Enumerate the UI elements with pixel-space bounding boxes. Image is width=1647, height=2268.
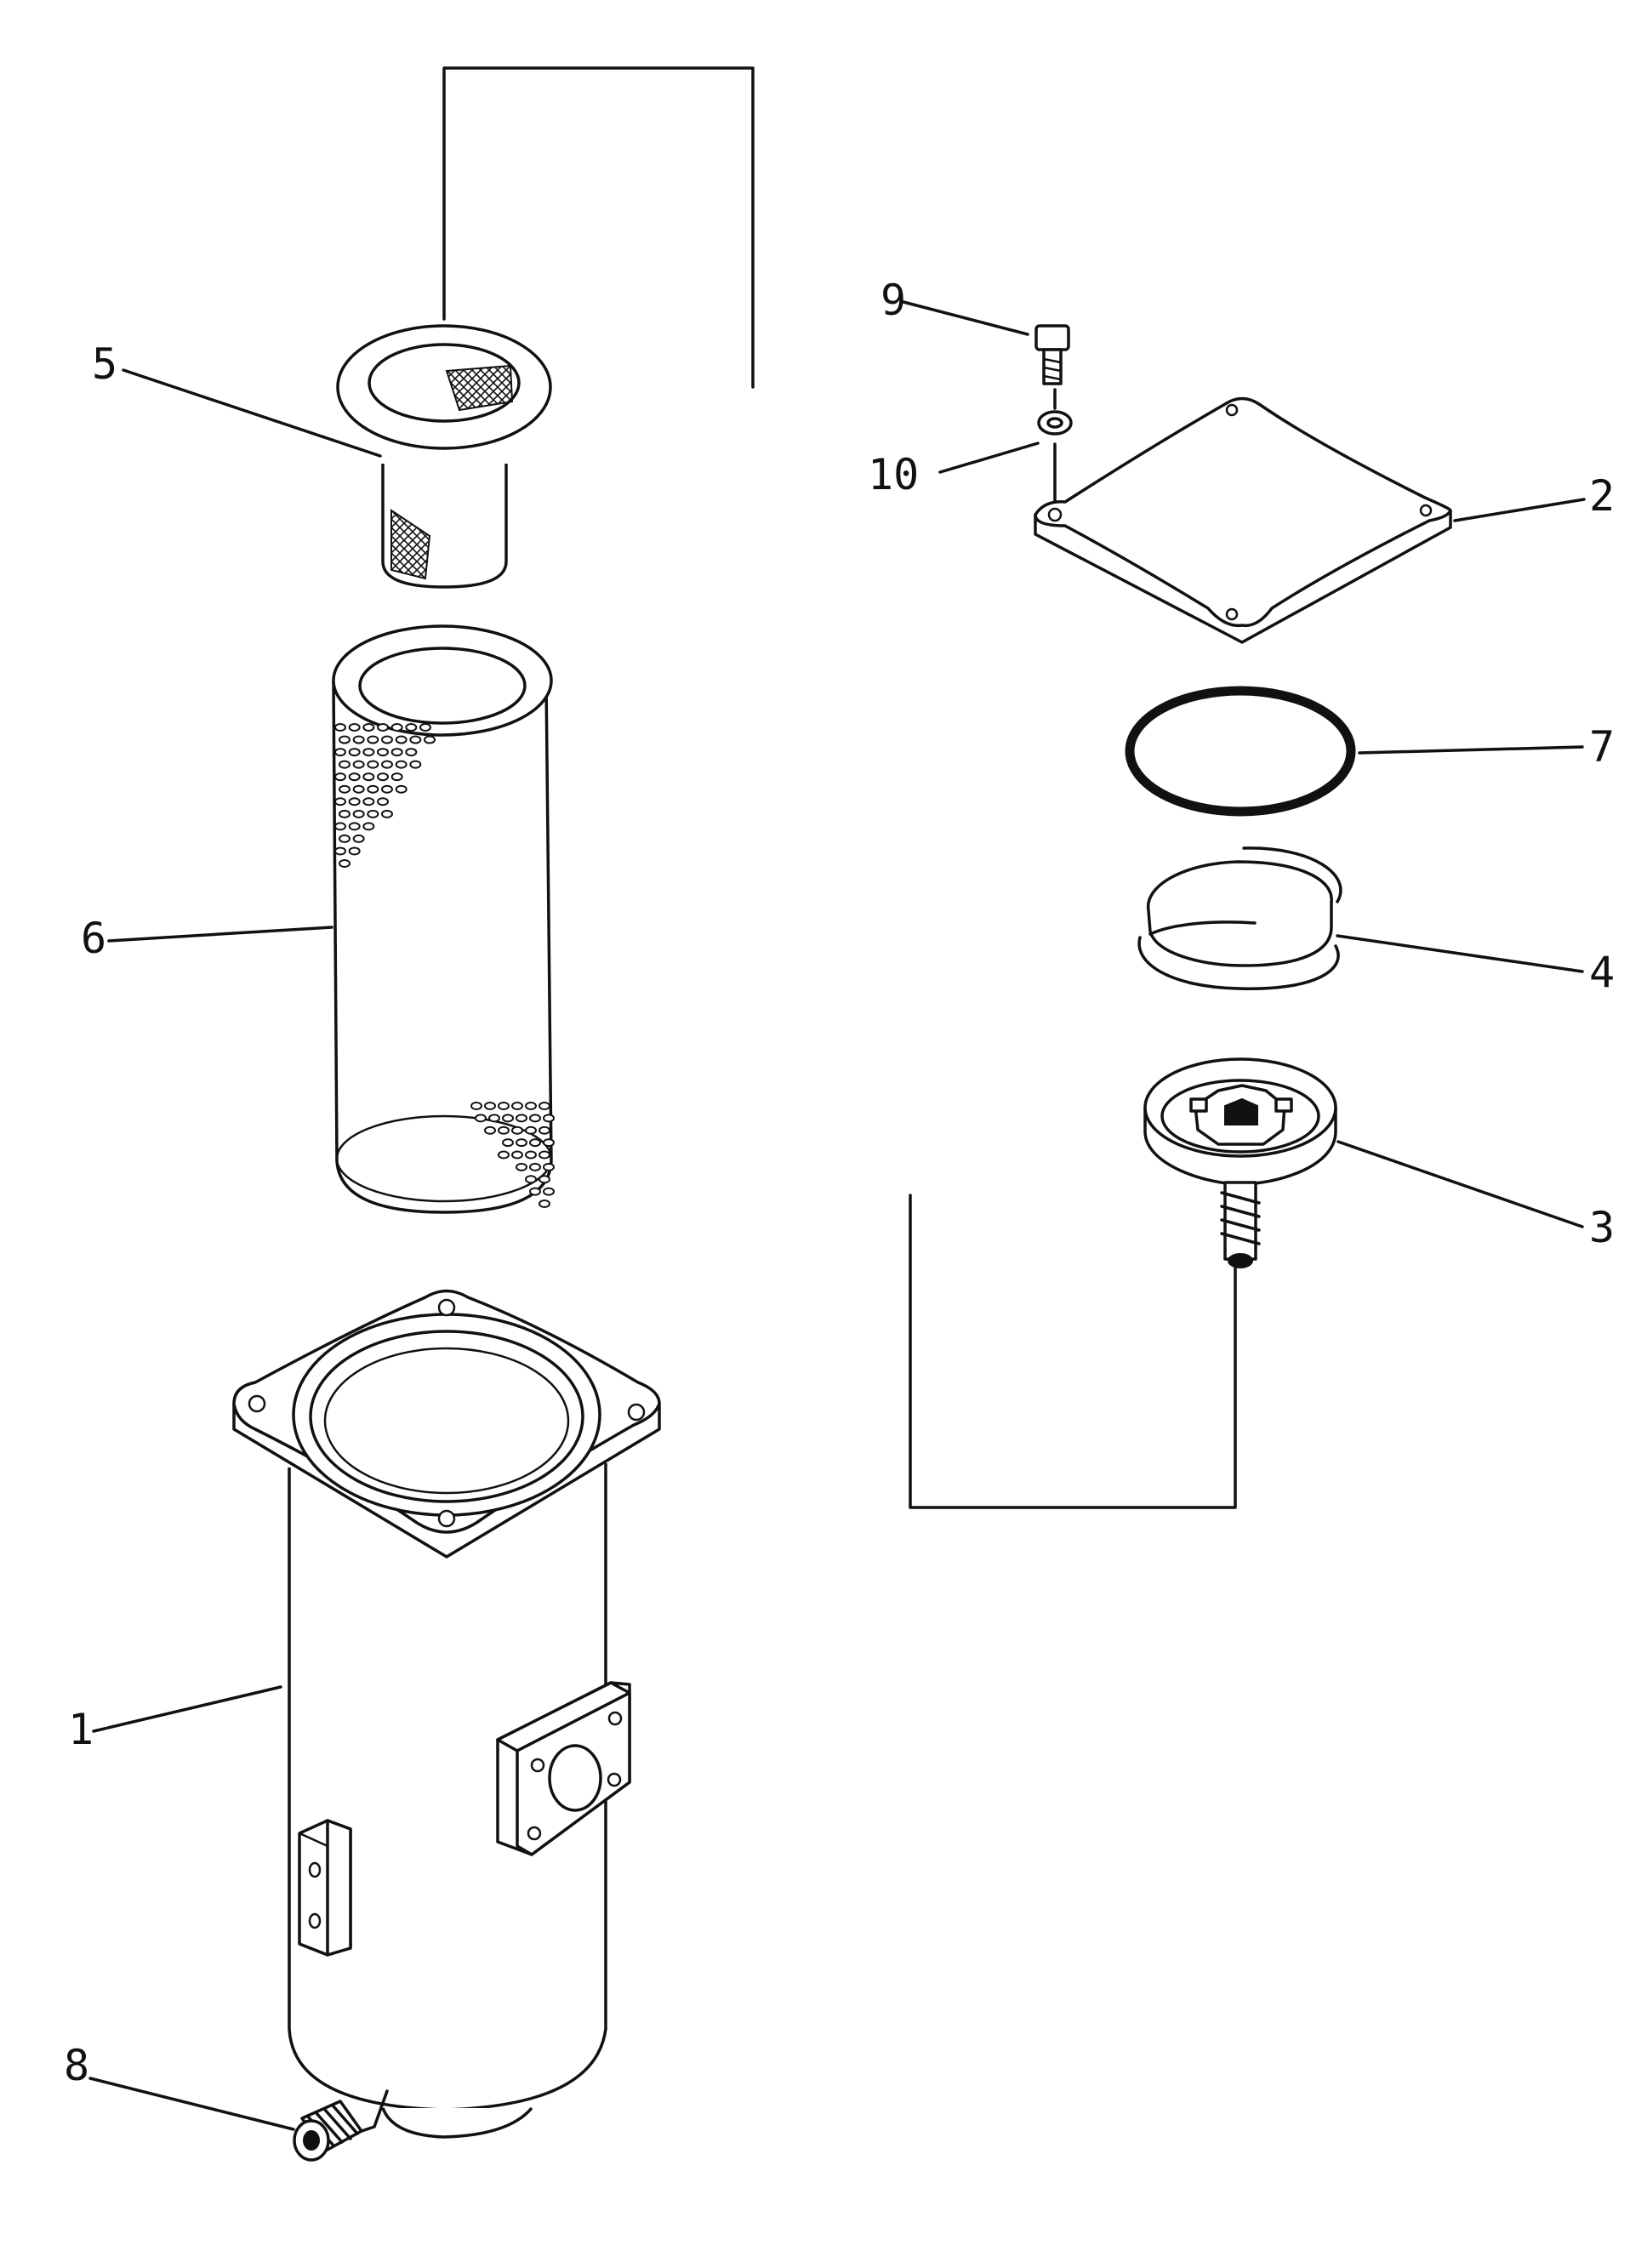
callout-2: 2 [1589, 471, 1615, 521]
callout-7: 7 [1589, 722, 1615, 772]
part-2-cover-plate [1034, 396, 1452, 644]
perforation-pattern-bottom [470, 1102, 555, 1208]
callout-10: 10 [868, 450, 919, 499]
callout-8: 8 [64, 2041, 89, 2090]
part-10-washer [1037, 410, 1073, 436]
part-4-spring-ring [1137, 846, 1342, 990]
callout-3: 3 [1589, 1203, 1615, 1252]
part-3-valve-assembly [1143, 1057, 1337, 1268]
callout-4: 4 [1589, 948, 1615, 997]
callout-1: 1 [68, 1705, 94, 1754]
part-5-strainer-screen [336, 324, 552, 589]
part-7-o-ring [1125, 686, 1356, 817]
assembly-guide-lines [442, 66, 1237, 1509]
perforation-pattern-top [334, 723, 436, 868]
callout-5: 5 [92, 339, 117, 389]
part-6-filter-element [332, 624, 555, 1214]
callout-9: 9 [880, 276, 906, 325]
part-8-drain-plug [293, 2100, 363, 2162]
callout-labels: 1 2 3 4 5 6 7 8 9 10 [64, 276, 1615, 2090]
part-1-filter-case [232, 1289, 661, 2139]
leader-lines [88, 300, 1586, 2131]
part-9-bolt [1034, 324, 1070, 385]
callout-6: 6 [81, 914, 106, 963]
